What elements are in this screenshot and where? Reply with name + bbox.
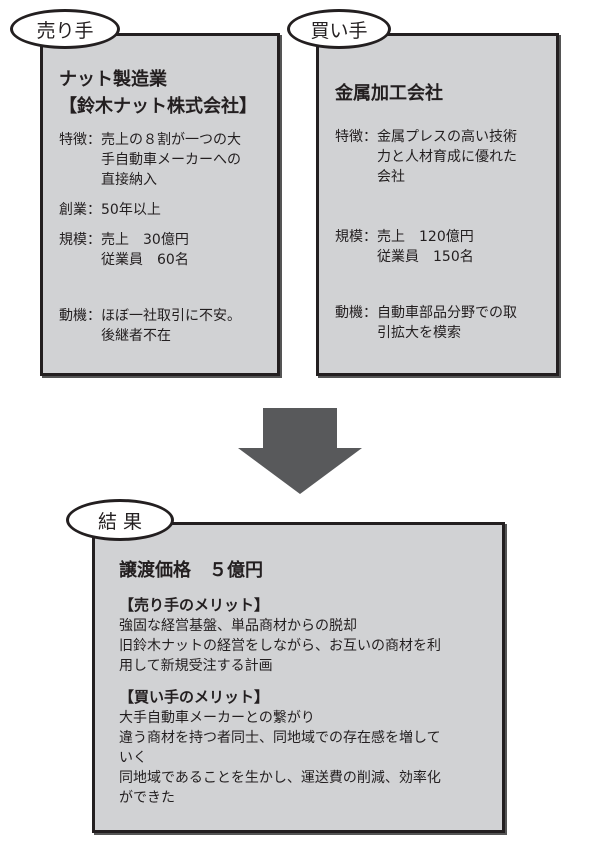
row-key: 特徴： xyxy=(335,129,377,145)
merit-line: 用して新規受注する計画 xyxy=(119,658,273,674)
seller-company-name: 【鈴木ナット株式会社】 xyxy=(59,96,257,117)
result-box: 譲渡価格 ５億円 【売り手のメリット】 強固な経営基盤、単品商材からの脱却 旧鈴… xyxy=(92,522,505,833)
seller-scale: 規模： 売上 30億円従業員 60名 xyxy=(59,230,277,270)
result-tag: 結 果 xyxy=(66,499,174,541)
row-key: 動機： xyxy=(335,305,377,321)
row-key: 規模： xyxy=(59,232,101,248)
seller-merit-heading: 【売り手のメリット】 xyxy=(119,596,270,614)
buyer-motive: 動機： 自動車部品分野での取引拡大を模索 xyxy=(335,303,556,343)
buyer-tag: 買い手 xyxy=(287,9,391,49)
merit-line: 強固な経営基盤、単品商材からの脱却 xyxy=(119,618,357,634)
row-key: 動機： xyxy=(59,308,101,324)
merit-line: 違う商材を持つ者同士、同地域での存在感を増して xyxy=(119,730,441,746)
seller-box: ナット製造業 【鈴木ナット株式会社】 特徴： 売上の８割が一つの大手自動車メーカ… xyxy=(40,33,280,376)
buyer-feature: 特徴： 金属プレスの高い技術力と人材育成に優れた会社 xyxy=(335,127,556,187)
seller-tag: 売り手 xyxy=(10,9,120,49)
row-line: 従業員 60名 xyxy=(101,252,189,268)
row-line: 売上の８割が一つの大 xyxy=(101,132,241,148)
buyer-scale: 規模： 売上 120億円従業員 150名 xyxy=(335,227,556,267)
row-line: 従業員 150名 xyxy=(377,249,474,265)
row-key: 規模： xyxy=(335,229,377,245)
merit-line: 旧鈴木ナットの経営をしながら、お互いの商材を利 xyxy=(119,638,441,654)
row-line: 後継者不在 xyxy=(101,328,171,344)
buyer-title: 金属加工会社 xyxy=(335,80,556,107)
seller-motive: 動機： ほぼ一社取引に不安。後継者不在 xyxy=(59,306,277,346)
row-line: 売上 30億円 xyxy=(101,232,189,248)
row-key: 創業： xyxy=(59,202,101,218)
row-line: 力と人材育成に優れた xyxy=(377,149,517,165)
row-line: 会社 xyxy=(377,169,405,185)
seller-feature: 特徴： 売上の８割が一つの大手自動車メーカーへの直接納入 xyxy=(59,130,277,190)
row-key: 特徴： xyxy=(59,132,101,148)
merit-line: 大手自動車メーカーとの繋がり xyxy=(119,710,315,726)
row-line: 自動車部品分野での取 xyxy=(377,305,517,321)
row-line: 50年以上 xyxy=(101,202,161,218)
seller-title: ナット製造業 【鈴木ナット株式会社】 xyxy=(59,66,277,120)
merit-line: いく xyxy=(119,750,147,766)
row-line: 金属プレスの高い技術 xyxy=(377,129,517,145)
merit-line: ができた xyxy=(119,790,175,806)
buyer-merit-heading: 【買い手のメリット】 xyxy=(119,688,270,706)
row-line: 売上 120億円 xyxy=(377,229,474,245)
down-arrow-icon xyxy=(238,408,362,494)
row-line: 引拡大を模索 xyxy=(377,325,461,341)
buyer-box: 金属加工会社 特徴： 金属プレスの高い技術力と人材育成に優れた会社 規模： 売上… xyxy=(316,33,559,376)
buyer-company-type: 金属加工会社 xyxy=(335,83,443,104)
row-line: 手自動車メーカーへの xyxy=(101,152,241,168)
seller-title-line: ナット製造業 xyxy=(59,69,167,90)
transfer-price: 譲渡価格 ５億円 xyxy=(119,560,263,581)
row-line: 直接納入 xyxy=(101,172,157,188)
seller-founded: 創業： 50年以上 xyxy=(59,200,277,220)
merit-line: 同地域であることを生かし、運送費の削減、効率化 xyxy=(119,770,441,786)
row-line: ほぼ一社取引に不安。 xyxy=(101,308,241,324)
